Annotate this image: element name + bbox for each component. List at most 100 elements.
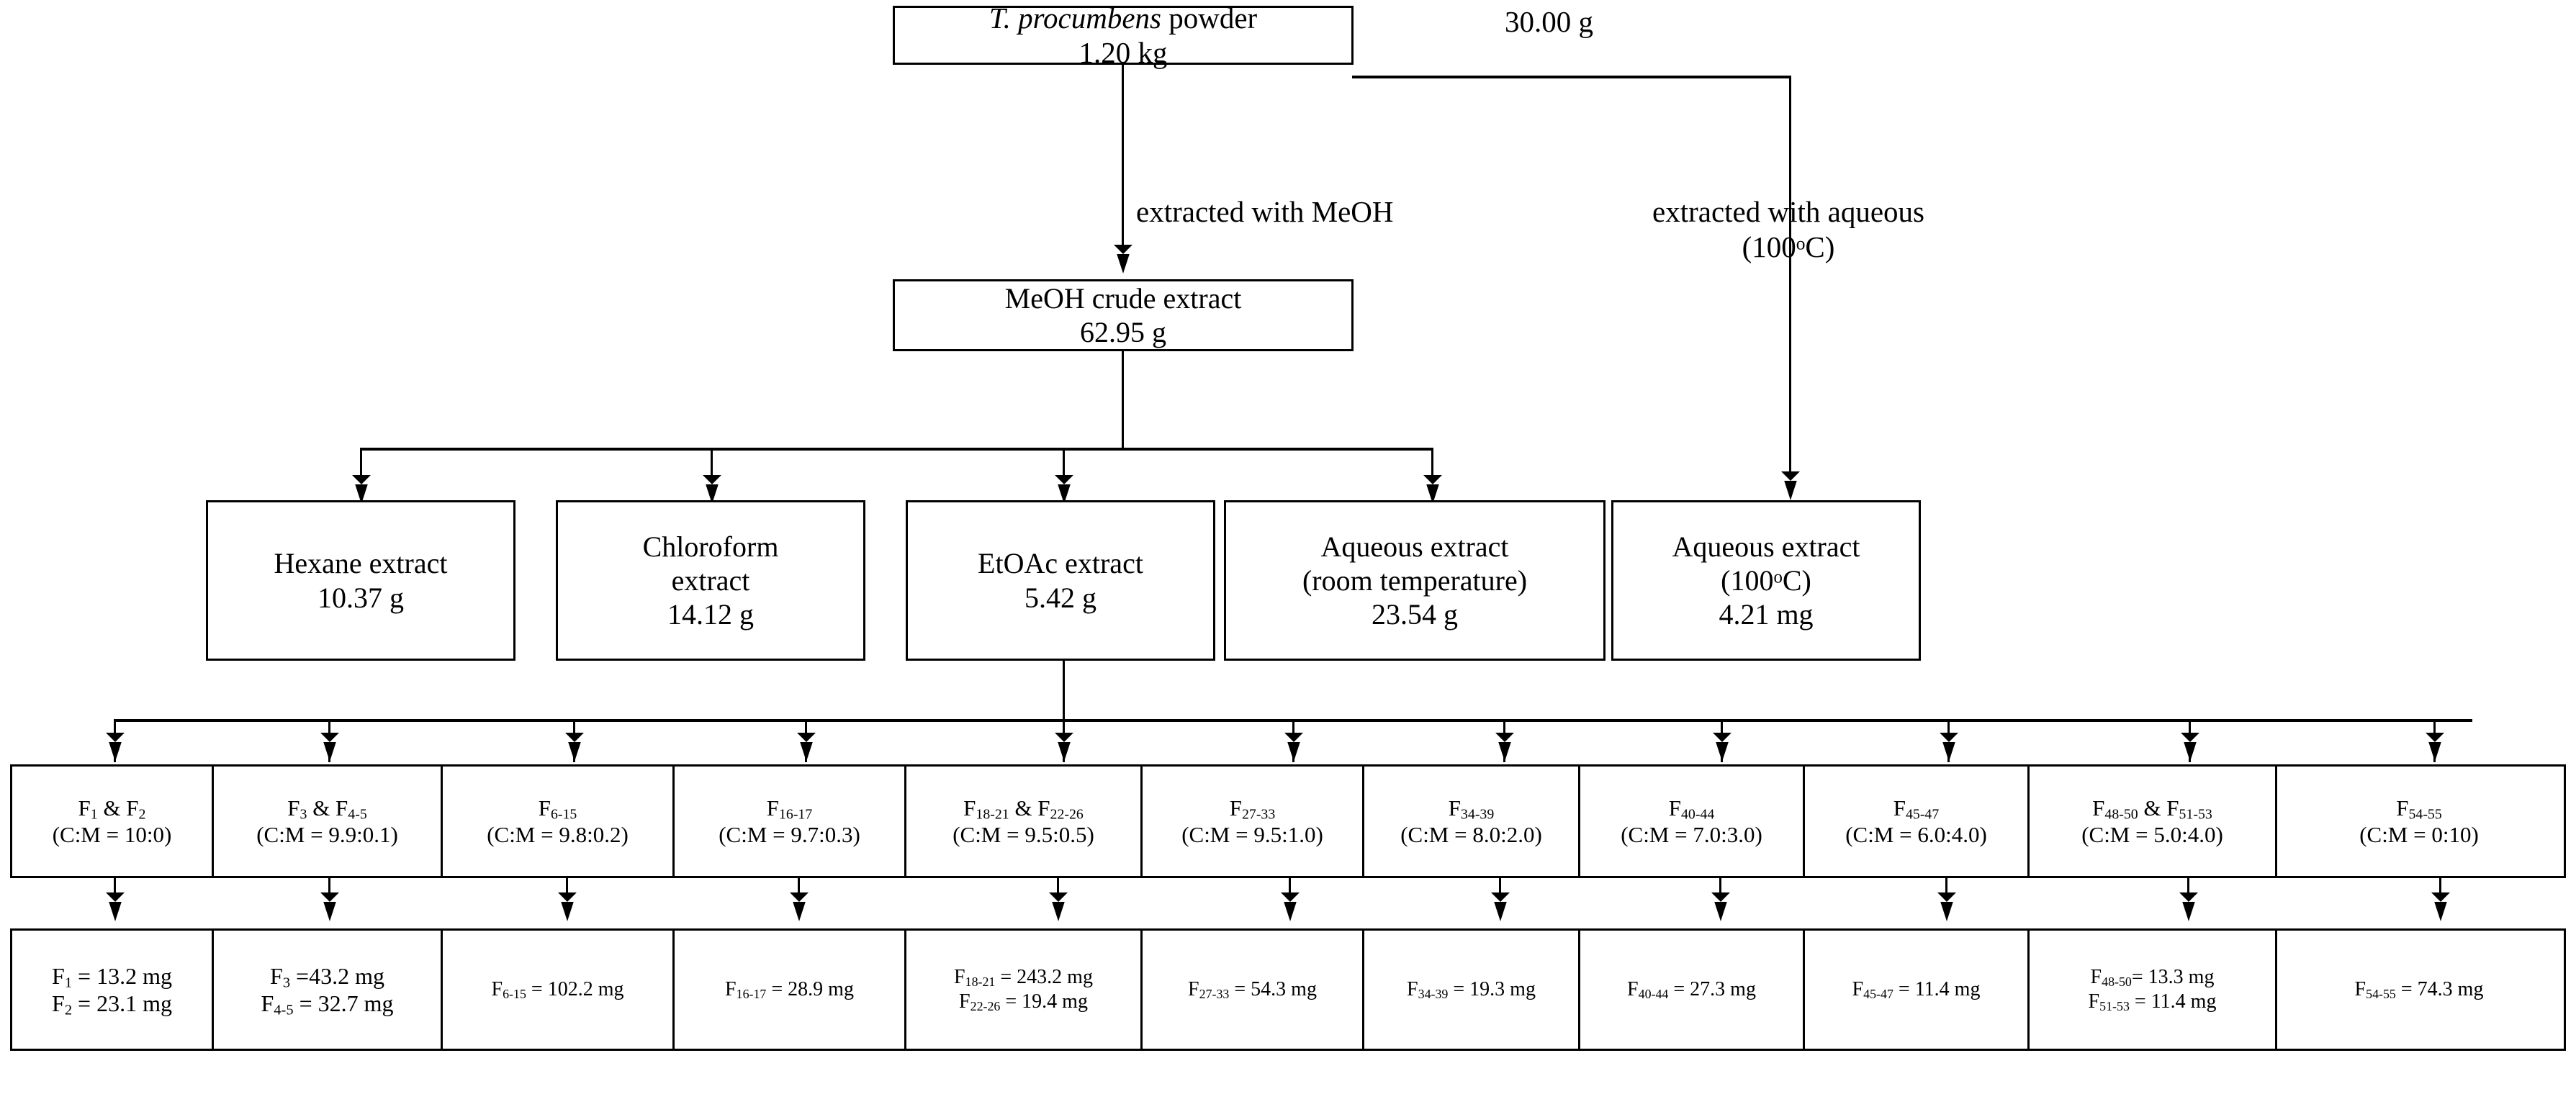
degree-symbol-box: o: [1773, 567, 1783, 587]
y10r2-sub: 51-53: [2099, 998, 2130, 1013]
y2r2-post: = 32.7 mg: [293, 990, 394, 1016]
aqueous-100-line1: Aqueous extract: [1672, 530, 1860, 563]
arrowhead-fraction-3: [565, 733, 584, 761]
y9r1-pre: F: [1852, 978, 1864, 1001]
yield-row-9-1: F45-47 = 11.4 mg: [1852, 977, 1981, 1002]
y3r1-sub: 6-15: [503, 987, 526, 1002]
yield-cell-7: F34-39 = 19.3 mg: [1364, 931, 1580, 1049]
y1r1-sub: 1: [64, 975, 73, 991]
fraction-label-7: F34-39: [1449, 795, 1495, 821]
fraction-cell-8: F40-44 (C:M = 7.0:3.0): [1580, 767, 1805, 876]
fraction-cell-2: F3 & F4-5 (C:M = 9.9:0.1): [214, 767, 443, 876]
fraction-label-10: F48-50 & F51-53: [2092, 795, 2212, 821]
fraction-cell-7: F34-39 (C:M = 8.0:2.0): [1364, 767, 1580, 876]
edge-etoac-stub: [1063, 661, 1065, 722]
fraction-ratio-7: (C:M = 8.0:2.0): [1400, 822, 1542, 847]
node-powder-line2: 1.20 kg: [1078, 36, 1168, 69]
yield-row-5-1: F18-21 = 243.2 mg: [954, 965, 1093, 990]
fraction-label-1: F1 & F2: [78, 795, 146, 821]
fraction-ratio-4: (C:M = 9.7:0.3): [719, 822, 860, 847]
y5r2-pre: F: [959, 990, 970, 1013]
yield-row-11-1: F54-55 = 74.3 mg: [2355, 977, 2484, 1002]
aqueous-100-line3: 4.21 mg: [1719, 598, 1814, 631]
aqueous-100-line2: (100oC): [1721, 564, 1811, 597]
arrowhead-yield-8: [1711, 892, 1730, 921]
y10r1-sub: 48-50: [2102, 975, 2132, 990]
fraction-label-11: F54-55: [2396, 795, 2442, 821]
aqueous-label-line2: (100oC): [1742, 230, 1835, 263]
arrowhead-fraction-10: [2181, 733, 2199, 761]
hexane-line1: Hexane extract: [274, 547, 448, 580]
f7-pre: F: [1448, 795, 1461, 821]
fraction-label-5: F18-21 & F22-26: [963, 795, 1084, 821]
fraction-label-2: F3 & F4-5: [287, 795, 366, 821]
edge-label-extracted-with-aqueous: extracted with aqueous (100oC): [1587, 194, 1990, 265]
fraction-cell-4: F16-17 (C:M = 9.7:0.3): [675, 767, 906, 876]
y6r1-sub: 27-33: [1199, 987, 1230, 1002]
degree-symbol: o: [1796, 233, 1806, 254]
yield-row-3-1: F6-15 = 102.2 mg: [492, 977, 624, 1002]
yield-row-1-2: F2 = 23.1 mg: [52, 990, 172, 1018]
fraction-cell-3: F6-15 (C:M = 9.8:0.2): [443, 767, 675, 876]
arrowhead-yield-1: [106, 892, 125, 921]
arrowhead-to-hexane: [352, 475, 371, 504]
yield-cell-10: F48-50= 13.3 mg F51-53 = 11.4 mg: [2030, 931, 2277, 1049]
yield-strip: F1 = 13.2 mg F2 = 23.1 mg F3 =43.2 mg F4…: [10, 928, 2566, 1051]
arrowhead-yield-10: [2179, 892, 2198, 921]
y10r1-pre: F: [2090, 966, 2102, 989]
y10r2-pre: F: [2088, 990, 2100, 1013]
f2-pre: F: [287, 795, 300, 821]
arrowhead-to-etoac: [1055, 475, 1073, 504]
y7r1-sub: 34-39: [1418, 987, 1449, 1002]
fraction-label-3: F6-15: [539, 795, 577, 821]
arrowhead-fraction-7: [1495, 733, 1514, 761]
y9r1-sub: 45-47: [1863, 987, 1893, 1002]
hexane-line2: 10.37 g: [318, 581, 404, 614]
aqueous-rt-line3: 23.54 g: [1372, 598, 1458, 631]
y4r1-post: = 28.9 mg: [766, 978, 854, 1001]
y2r1-post: =43.2 mg: [290, 962, 384, 989]
fraction-cell-10: F48-50 & F51-53 (C:M = 5.0:4.0): [2030, 767, 2277, 876]
fraction-ratio-11: (C:M = 0:10): [2359, 822, 2479, 847]
fraction-ratio-9: (C:M = 6.0:4.0): [1845, 822, 1987, 847]
aq100-pre: (100: [1721, 564, 1774, 597]
fraction-label-9: F45-47: [1893, 795, 1940, 821]
y6r1-pre: F: [1188, 978, 1199, 1001]
node-aqueous-100c-extract: Aqueous extract (100oC) 4.21 mg: [1611, 500, 1921, 661]
y10r2-post: = 11.4 mg: [2129, 990, 2217, 1013]
f6-sub: 27-33: [1241, 806, 1276, 823]
node-etoac-extract: EtOAc extract 5.42 g: [906, 500, 1215, 661]
etoac-line2: 5.42 g: [1024, 581, 1096, 614]
f10-pre: F: [2092, 795, 2105, 821]
y2r2-sub: 4-5: [274, 1002, 294, 1018]
meoh-crude-line2: 62.95 g: [1080, 316, 1166, 348]
fraction-label-6: F27-33: [1230, 795, 1276, 821]
yield-row-6-1: F27-33 = 54.3 mg: [1188, 977, 1317, 1002]
y1r2-post: = 23.1 mg: [72, 990, 172, 1016]
f6-pre: F: [1229, 795, 1242, 821]
arrowhead-yield-2: [320, 892, 339, 921]
y4r1-pre: F: [725, 978, 737, 1001]
aqueous-label-line1: extracted with aqueous: [1652, 195, 1924, 228]
branch-to-aqueous-rt: [1431, 448, 1433, 489]
y2r2-pre: F: [261, 990, 274, 1016]
f11-pre: F: [2396, 795, 2409, 821]
meoh-crude-line1: MeOH crude extract: [1004, 281, 1242, 315]
arrowhead-fraction-6: [1284, 733, 1303, 761]
y5r2-sub: 22-26: [970, 998, 1001, 1013]
f8-pre: F: [1668, 795, 1681, 821]
fraction-cell-6: F27-33 (C:M = 9.5:1.0): [1143, 767, 1364, 876]
fraction-ratio-6: (C:M = 9.5:1.0): [1181, 822, 1323, 847]
y2r1-sub: 3: [282, 975, 291, 991]
f4-pre: F: [766, 795, 779, 821]
edge-powder-to-aqueous-vertical: [1789, 76, 1791, 492]
branch-to-chloroform: [711, 448, 713, 489]
arrowhead-yield-3: [558, 892, 577, 921]
edge-label-30g: 30.00 g: [1505, 5, 1593, 38]
fraction-cell-9: F45-47 (C:M = 6.0:4.0): [1805, 767, 2030, 876]
fraction-ratio-10: (C:M = 5.0:4.0): [2081, 822, 2223, 847]
fraction-ratio-3: (C:M = 9.8:0.2): [487, 822, 629, 847]
f11-sub: 54-55: [2408, 806, 2442, 823]
fraction-ratio-5: (C:M = 9.5:0.5): [953, 822, 1094, 847]
